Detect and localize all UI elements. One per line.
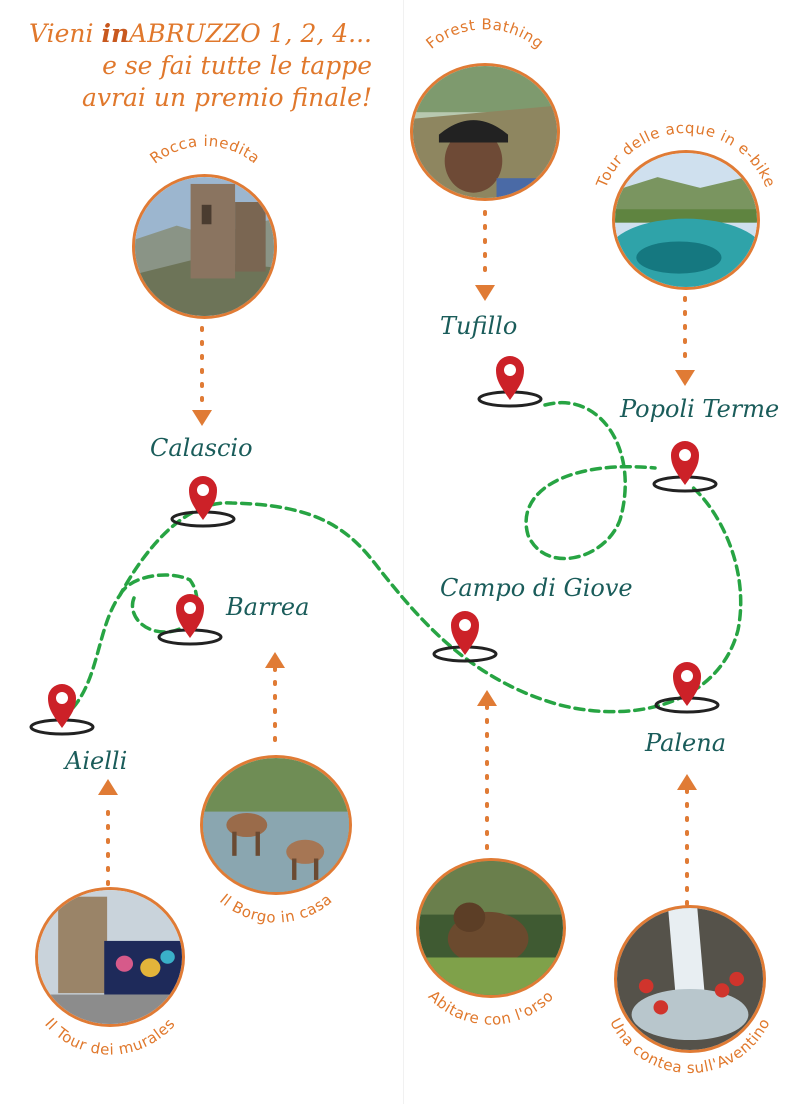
svg-text:Una contea sull'Aventino: Una contea sull'Aventino — [606, 1015, 773, 1077]
label-rocca-inedita: Rocca inedita — [146, 132, 263, 167]
forest-bathing-text: Forest Bathing — [422, 15, 546, 52]
arrow-down-icon — [675, 370, 695, 386]
place-campo-di-giove[interactable]: Campo di Giove — [440, 574, 633, 602]
abitare-orso-text: Abitare con l'orso — [425, 987, 557, 1029]
castle-ruins-photo — [132, 174, 277, 319]
headline-line-1: Vieni inABRUZZO 1, 2, 4... — [22, 18, 372, 50]
svg-text:Abitare con l'orso: Abitare con l'orso — [425, 987, 557, 1029]
route-path-tufillo-loop — [524, 401, 657, 561]
mural-tower-photo — [35, 887, 185, 1027]
arrow-up-icon — [98, 779, 118, 795]
deer-in-river-photo — [200, 755, 352, 895]
rocca-inedita-text: Rocca inedita — [146, 132, 263, 167]
headline-abruzzo: ABRUZZO 1, 2, 4... — [129, 19, 372, 48]
place-tufillo[interactable]: Tufillo — [440, 312, 518, 340]
place-calascio[interactable]: Calascio — [150, 434, 253, 462]
label-tour-murales: Il Tour dei murales — [41, 1015, 179, 1059]
headline-line-3: avrai un premio finale! — [82, 83, 372, 112]
headline-vieni: Vieni — [29, 19, 102, 48]
arrow-up-icon — [265, 652, 285, 668]
center-divider — [403, 0, 404, 1104]
tour-acque-text: Tour delle acque in e-bike — [592, 119, 779, 191]
map-pin-icon[interactable] — [430, 607, 500, 667]
borgo-in-casa-text: Il Borgo in casa — [216, 890, 335, 927]
map-pin-icon[interactable] — [475, 352, 545, 412]
canyoning-photo — [614, 905, 766, 1053]
map-pin-icon[interactable] — [650, 437, 720, 497]
label-tour-acque: Tour delle acque in e-bike — [592, 119, 779, 191]
tour-murales-text: Il Tour dei murales — [41, 1015, 178, 1059]
svg-text:Il Borgo in casa: Il Borgo in casa — [216, 890, 335, 927]
arrow-up-icon — [477, 690, 497, 706]
svg-text:Il Tour dei murales: Il Tour dei murales — [41, 1015, 179, 1059]
svg-text:Forest Bathing: Forest Bathing — [422, 15, 547, 52]
label-forest-bathing: Forest Bathing — [422, 15, 547, 52]
headline-brand-in: in — [101, 19, 130, 48]
svg-text:Tour delle acque in e-bike: Tour delle acque in e-bike — [592, 119, 779, 191]
arrow-down-icon — [475, 285, 495, 301]
map-pin-icon[interactable] — [155, 590, 225, 650]
label-abitare-orso: Abitare con l'orso — [425, 987, 557, 1029]
map-pin-icon[interactable] — [27, 680, 97, 740]
place-popoli-terme[interactable]: Popoli Terme — [620, 395, 780, 423]
map-pin-icon[interactable] — [652, 658, 722, 718]
place-aielli[interactable]: Aielli — [65, 747, 128, 775]
label-contea-aventino: Una contea sull'Aventino — [606, 1015, 773, 1077]
place-palena[interactable]: Palena — [645, 729, 727, 757]
contea-aventino-text: Una contea sull'Aventino — [606, 1015, 773, 1077]
arrow-up-icon — [677, 774, 697, 790]
place-barrea[interactable]: Barrea — [226, 593, 310, 621]
headline: Vieni inABRUZZO 1, 2, 4... e se fai tutt… — [22, 18, 372, 114]
label-borgo-in-casa: Il Borgo in casa — [216, 890, 335, 927]
svg-text:Rocca inedita: Rocca inedita — [146, 132, 263, 167]
map-pin-icon[interactable] — [168, 472, 238, 532]
spring-lake-photo — [612, 150, 760, 290]
headline-line-2: e se fai tutte le tappe — [102, 51, 372, 80]
arrow-down-icon — [192, 410, 212, 426]
